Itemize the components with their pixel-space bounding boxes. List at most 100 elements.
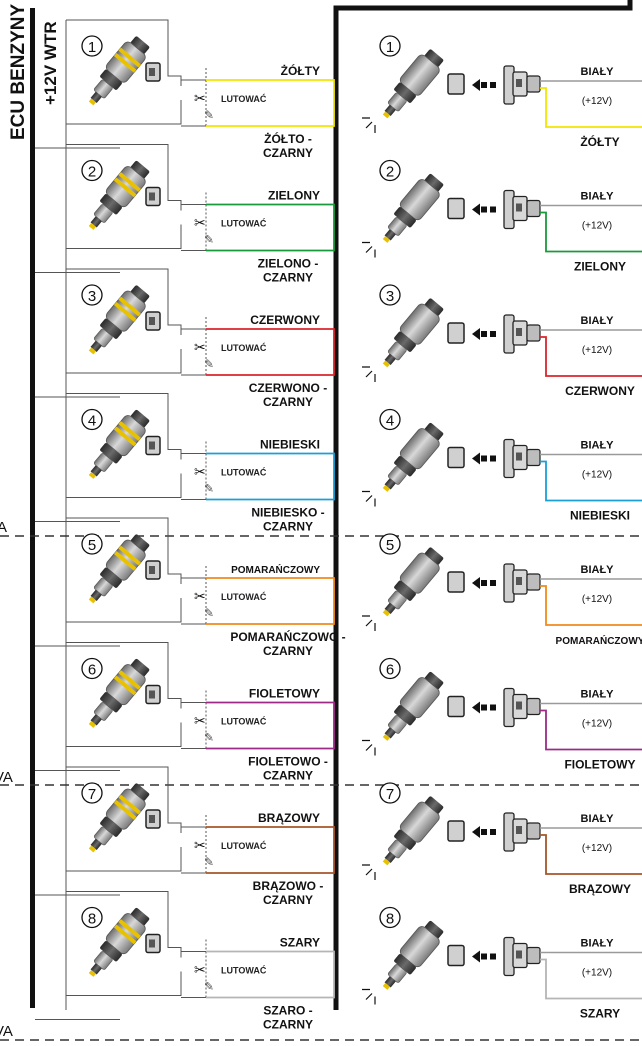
- solder-pen-icon: ✎: [204, 855, 214, 869]
- signal-wire: [206, 203, 335, 252]
- ground-wire-label-line1: BRĄZOWO -: [253, 879, 324, 893]
- white-wire-label: BIAŁY: [581, 440, 615, 452]
- solder-label: LUTOWAĆ: [221, 716, 267, 727]
- injector-plug-icon: [145, 186, 161, 207]
- injector-socket-icon: [447, 73, 465, 95]
- gas-cylinder-number: 3: [386, 288, 394, 305]
- gas-signal-wire: [540, 958, 642, 1000]
- solder-label: LUTOWAĆ: [221, 342, 267, 353]
- gas-signal-wire: [540, 460, 642, 502]
- feed-wire: [66, 891, 182, 958]
- cylinder-number-badge: [81, 533, 103, 555]
- solder-pen-icon: ✎: [204, 980, 214, 994]
- gas-injector-icon: [374, 170, 448, 250]
- solder-label: LUTOWAĆ: [221, 840, 267, 851]
- arrow-icon: [472, 328, 480, 340]
- ground-wire-label-line1: NIEBIESKO -: [251, 506, 324, 520]
- injector-socket-icon: [447, 944, 465, 967]
- scissors-icon: ✂: [194, 962, 206, 978]
- ground-wire-label-line2: CZARNY: [263, 146, 313, 160]
- signal-wire: [206, 950, 335, 999]
- gas-cylinder-number: 6: [386, 662, 394, 679]
- arrow-icon: [472, 203, 480, 216]
- spray-icon: [362, 864, 376, 880]
- arrow-icon: [472, 950, 480, 963]
- gas-signal-wire: [540, 211, 642, 253]
- cylinder-number-badge: [81, 35, 103, 57]
- wire-color-label: POMARAŃCZOWY: [231, 563, 320, 576]
- cylinder-number-badge: [81, 782, 103, 804]
- gas-cylinder-number-badge: [379, 408, 401, 431]
- spray-icon: [362, 739, 376, 756]
- white-wire-label: BIAŁY: [581, 66, 615, 78]
- white-wire-label: BIAŁY: [581, 191, 615, 203]
- wire-color-label: ŻÓŁTY: [281, 63, 320, 78]
- injector-socket-icon: [447, 571, 465, 593]
- gas-wire-color-label: FIOLETOWY: [564, 758, 635, 772]
- feed-wire: [66, 642, 182, 709]
- scissors-icon: ✂: [194, 90, 206, 106]
- gas-signal-wire: [540, 87, 642, 128]
- arrow-icon: [472, 452, 480, 465]
- scissors-icon: ✂: [194, 588, 206, 604]
- arrow-icon: [472, 79, 480, 91]
- scissors-icon: ✂: [194, 215, 206, 231]
- plus12-label: (+12V): [582, 968, 612, 979]
- cylinder-number-badge: [81, 657, 103, 680]
- gas-injector-icon: [374, 792, 448, 873]
- solder-pen-icon: ✎: [204, 233, 214, 247]
- arrow-icon: [472, 577, 480, 589]
- plus12-label: (+12V): [582, 594, 612, 605]
- injector-socket-icon: [447, 322, 465, 344]
- plus12-label: (+12V): [582, 96, 612, 107]
- wire-color-label: FIOLETOWY: [249, 687, 320, 701]
- gas-cylinder-number: 1: [386, 39, 394, 56]
- solder-pen-icon: ✎: [204, 108, 214, 122]
- solder-pen-icon: ✎: [204, 731, 214, 745]
- ecu-label: ECU BENZYNY: [8, 3, 29, 140]
- signal-wire: [206, 701, 335, 750]
- cylinder-number: 8: [88, 911, 96, 928]
- cylinder-number: 4: [88, 413, 96, 430]
- harness-bar-left: [30, 8, 35, 1008]
- wire-color-label: SZARY: [280, 936, 320, 950]
- plus12-label: (+12V): [582, 345, 612, 356]
- gas-cylinder-number: 4: [386, 413, 394, 430]
- gas-wire-color-label: POMARAŃCZOWY: [556, 634, 642, 647]
- solder-label: LUTOWAĆ: [221, 591, 267, 602]
- spray-icon: [362, 366, 376, 382]
- gas-injector-icon: [374, 668, 448, 748]
- ground-wire-label-line2: CZARNY: [263, 769, 313, 783]
- gas-signal-wire: [540, 709, 642, 751]
- signal-wire: [206, 328, 335, 376]
- gas-wire-color-label: ZIELONY: [574, 260, 626, 274]
- gas-injector-icon: [374, 917, 448, 997]
- gas-wire-color-label: ŻÓŁTY: [580, 134, 619, 149]
- gas-signal-wire: [540, 585, 642, 626]
- gas-cylinder-number-badge: [379, 35, 401, 57]
- scissors-icon: ✂: [194, 837, 206, 853]
- feed-wire: [66, 19, 182, 86]
- white-wire-label: BIAŁY: [581, 315, 615, 327]
- solder-label: LUTOWAĆ: [221, 467, 267, 478]
- gas-cylinder-number: 2: [386, 164, 394, 181]
- gas-injector-icon: [374, 419, 448, 499]
- injector-socket-icon: [447, 197, 465, 220]
- cylinder-number: 6: [88, 662, 96, 679]
- white-wire-label: BIAŁY: [581, 813, 615, 825]
- plus12-label: (+12V): [582, 221, 612, 232]
- ground-cable-top: [333, 0, 633, 62]
- white-wire-label: BIAŁY: [581, 938, 615, 950]
- scissors-icon: ✂: [194, 713, 206, 729]
- ground-wire-label-line1: ZIELONO -: [258, 257, 319, 271]
- gas-wire-color-label: SZARY: [580, 1007, 620, 1021]
- scissors-icon: ✂: [194, 339, 206, 355]
- gas-cylinder-number-badge: [379, 284, 401, 306]
